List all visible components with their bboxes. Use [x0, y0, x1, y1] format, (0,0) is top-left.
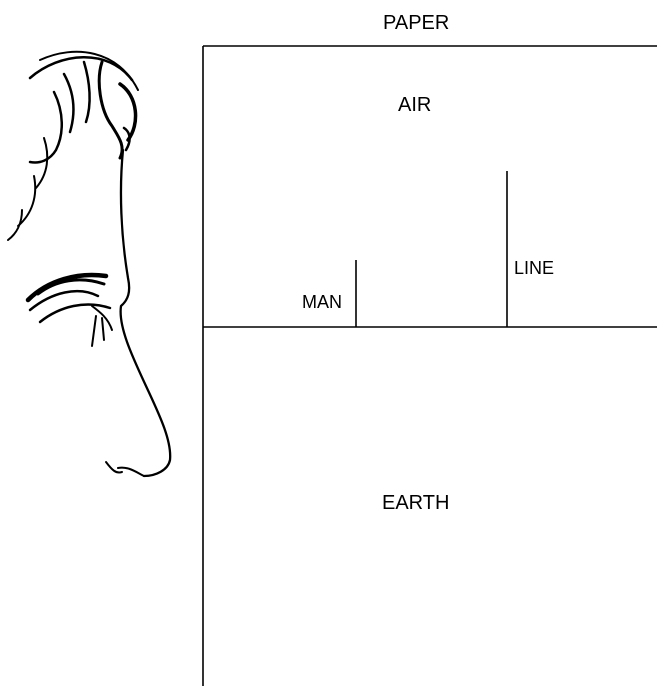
face-profile-icon	[8, 52, 170, 476]
paper-label: PAPER	[383, 12, 449, 35]
air-label: AIR	[398, 94, 431, 117]
line-label: LINE	[514, 258, 554, 279]
man-label: MAN	[302, 292, 342, 313]
earth-label: EARTH	[382, 492, 449, 515]
